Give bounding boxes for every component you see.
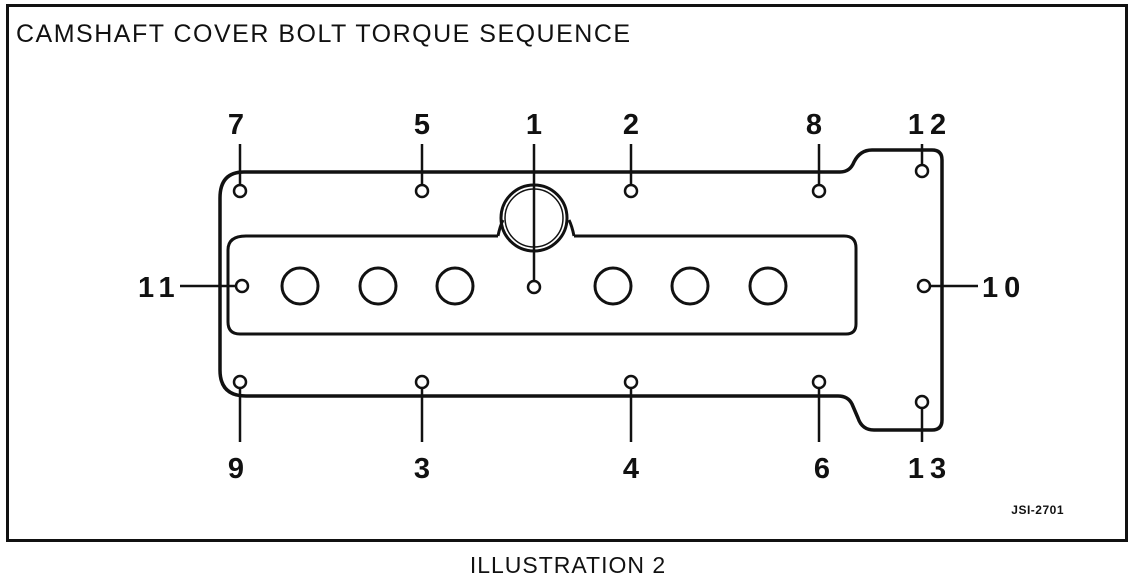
- oil-filler-cap: [496, 183, 576, 253]
- bolt-label: 3: [414, 453, 430, 485]
- bolt-hole: [234, 278, 250, 294]
- bolt-3: 3: [414, 374, 430, 485]
- bolt-hole: [623, 374, 639, 390]
- bolt-hole: [232, 183, 248, 199]
- bolt-label: 13: [908, 453, 952, 485]
- bolt-label: 10: [982, 272, 1026, 304]
- diagram-frame: CAMSHAFT COVER BOLT TORQUE SEQUENCE 1 2 …: [6, 4, 1128, 542]
- plug-hole: [435, 266, 475, 306]
- bolt-hole: [914, 394, 930, 410]
- bolt-label: 11: [138, 272, 181, 304]
- plug-hole: [358, 266, 398, 306]
- plug-hole: [670, 266, 710, 306]
- plug-hole: [748, 266, 788, 306]
- bolt-label: 2: [623, 109, 639, 141]
- plug-hole: [280, 266, 320, 306]
- bolt-hole: [914, 163, 930, 179]
- camshaft-cover-outline: [218, 148, 944, 432]
- bolt-13: 13: [908, 394, 952, 485]
- bolt-hole: [811, 183, 827, 199]
- bolt-hole: [414, 374, 430, 390]
- bolt-hole: [232, 374, 248, 390]
- bolt-label: 8: [806, 109, 822, 141]
- bolt-10: 10: [916, 272, 1026, 304]
- bolt-9: 9: [228, 374, 248, 485]
- bolt-label: 4: [623, 453, 639, 485]
- bolt-11: 11: [138, 272, 250, 304]
- plug-hole: [593, 266, 633, 306]
- bolt-7: 7: [228, 109, 248, 199]
- bolt-2: 2: [623, 109, 639, 199]
- bolt-12: 12: [908, 109, 952, 179]
- bolt-label: 7: [228, 109, 244, 141]
- bolt-4: 4: [623, 374, 639, 485]
- spark-plug-holes: [280, 266, 788, 306]
- bolt-hole: [526, 279, 542, 295]
- bolt-label: 1: [526, 109, 542, 141]
- inner-panel-outline: [226, 234, 858, 336]
- bolt-hole: [916, 278, 932, 294]
- bolt-hole: [414, 183, 430, 199]
- bolt-8: 8: [806, 109, 827, 199]
- diagram-title: CAMSHAFT COVER BOLT TORQUE SEQUENCE: [16, 20, 632, 48]
- illustration-caption: ILLUSTRATION 2: [469, 552, 667, 578]
- bolt-label: 12: [908, 109, 952, 141]
- bolt-label: 9: [228, 453, 244, 485]
- bolt-1: 1: [526, 109, 542, 295]
- bolt-hole: [623, 183, 639, 199]
- figure-code: JSI-2701: [1011, 503, 1064, 517]
- outer-border: [6, 4, 1128, 542]
- bolt-6: 6: [811, 374, 830, 485]
- bolt-5: 5: [414, 109, 430, 199]
- bolt-label: 6: [814, 453, 830, 485]
- bolt-label: 5: [414, 109, 430, 141]
- bolt-hole: [811, 374, 827, 390]
